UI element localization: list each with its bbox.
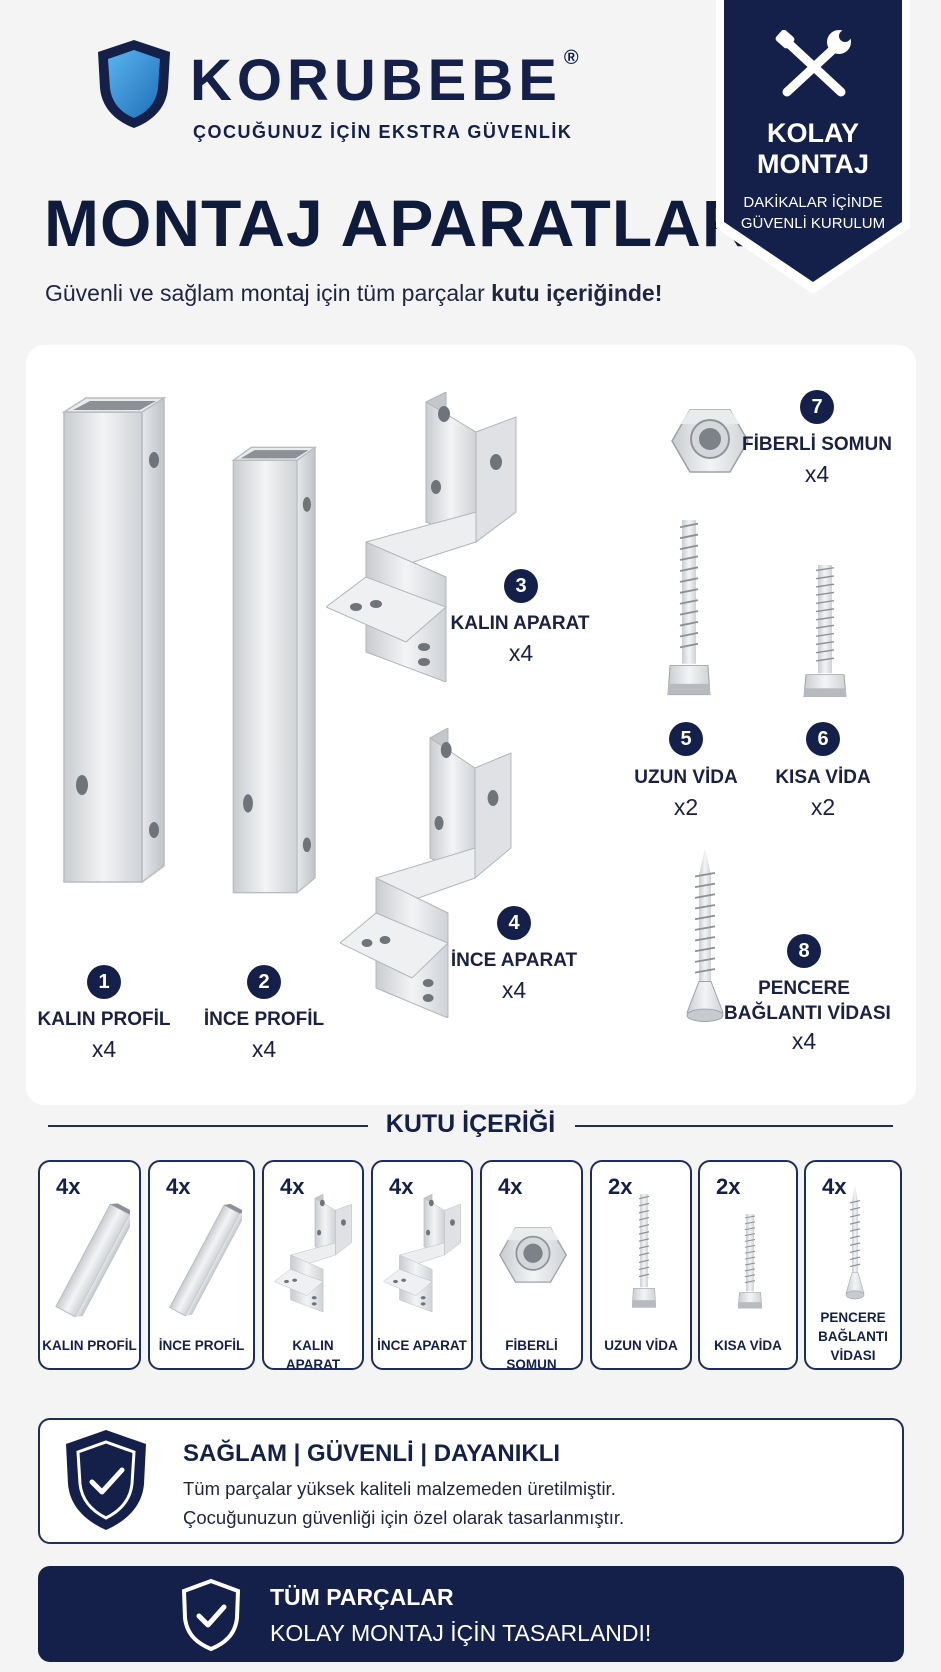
part-label-3: KALIN APARAT bbox=[450, 613, 590, 634]
part-label-7: FİBERLİ SOMUN bbox=[742, 434, 892, 455]
page-title: MONTAJ APARATLARI bbox=[44, 186, 770, 260]
box-item-label: İNCE PROFİL bbox=[158, 1338, 245, 1353]
box-item-uzun-vida: 2x UZUN VİDA bbox=[590, 1160, 692, 1370]
box-item-qty: 2x bbox=[716, 1174, 741, 1199]
part-qty-7: x4 bbox=[804, 461, 830, 487]
part-number-8: 8 bbox=[787, 934, 821, 968]
part-qty-1: x4 bbox=[91, 1036, 117, 1062]
box-item-qty: 4x bbox=[166, 1174, 191, 1199]
brand-shield-logo bbox=[98, 40, 170, 128]
part-label-1: KALIN PROFİL bbox=[37, 1009, 171, 1030]
page-subtitle: Güvenli ve sağlam montaj için tüm parçal… bbox=[45, 280, 663, 306]
box-item-label: UZUN VİDA bbox=[604, 1338, 678, 1353]
uzun-vida-thumb bbox=[630, 1194, 658, 1312]
part-qty-8: x4 bbox=[791, 1028, 817, 1054]
info-title: SAĞLAM | GÜVENLİ | DAYANIKLI bbox=[183, 1440, 561, 1467]
box-contents-title: KUTU İÇERİĞİ bbox=[385, 1110, 556, 1138]
part-qty-4: x4 bbox=[501, 977, 527, 1003]
section-divider-right bbox=[575, 1125, 893, 1127]
box-item-fiberli-somun: 4x FİBERLİ SOMUN bbox=[480, 1160, 583, 1372]
pencere-baglanti-vidasi-image bbox=[685, 848, 725, 1026]
part-qty-3: x4 bbox=[508, 640, 534, 666]
kalin-aparat-image bbox=[326, 392, 526, 682]
kalin-profil-thumb bbox=[55, 1203, 130, 1318]
ince-profil-image bbox=[230, 440, 320, 900]
footer-subtitle: KOLAY MONTAJ İÇİN TASARLANDI! bbox=[270, 1620, 652, 1646]
box-item-ince-profil: 4x İNCE PROFİL bbox=[148, 1160, 255, 1370]
part-label-6: KISA VİDA bbox=[775, 767, 871, 788]
registered-mark: ® bbox=[563, 47, 579, 69]
box-item-qty: 4x bbox=[498, 1174, 523, 1199]
part-number-5: 5 bbox=[669, 722, 703, 756]
footer-banner bbox=[38, 1566, 904, 1662]
uzun-vida-image bbox=[664, 520, 714, 702]
box-item-qty: 4x bbox=[280, 1174, 305, 1199]
part-qty-5: x2 bbox=[673, 794, 699, 820]
quality-info-box bbox=[38, 1418, 904, 1544]
tools-icon bbox=[775, 30, 851, 97]
kolay-montaj-badge bbox=[716, 0, 910, 294]
brand-tagline: ÇOCUĞUNUZ İÇİN EKSTRA GÜVENLİK bbox=[193, 122, 573, 142]
footer-title: TÜM PARÇALAR bbox=[270, 1584, 454, 1610]
ince-aparat-image bbox=[340, 728, 520, 1018]
box-item-ince-aparat: 4x İNCE APARAT bbox=[371, 1160, 473, 1370]
box-item-label: İNCE APARAT bbox=[377, 1338, 467, 1353]
box-item-label: KALIN APARAT bbox=[285, 1338, 341, 1372]
fiberli-somun-image bbox=[670, 406, 750, 476]
box-item-qty: 4x bbox=[56, 1174, 81, 1199]
part-qty-2: x4 bbox=[251, 1036, 277, 1062]
ince-profil-thumb bbox=[169, 1203, 242, 1317]
part-number-2: 2 bbox=[247, 965, 281, 999]
part-number-3: 3 bbox=[504, 569, 538, 603]
box-item-kalin-aparat: 4x KALIN APARAT bbox=[262, 1160, 364, 1372]
box-item-label: FİBERLİ SOMUN bbox=[505, 1338, 558, 1372]
shield-check-icon bbox=[66, 1430, 146, 1530]
fiberli-somun-thumb bbox=[498, 1224, 568, 1286]
box-item-qty: 4x bbox=[389, 1174, 414, 1199]
box-item-qty: 2x bbox=[608, 1174, 633, 1199]
box-item-label: KALIN PROFİL bbox=[42, 1338, 137, 1353]
part-number-6: 6 bbox=[806, 722, 840, 756]
box-item-label: KISA VİDA bbox=[714, 1338, 782, 1353]
ince-aparat-thumb bbox=[383, 1194, 465, 1312]
part-qty-6: x2 bbox=[810, 794, 836, 820]
section-divider-left bbox=[48, 1125, 368, 1127]
part-label-5: UZUN VİDA bbox=[634, 767, 738, 788]
part-label-2: İNCE PROFİL bbox=[203, 1009, 325, 1030]
part-number-7: 7 bbox=[800, 390, 834, 424]
box-item-kalin-profil: 4x KALIN PROFİL bbox=[38, 1160, 141, 1370]
box-item-qty: 4x bbox=[822, 1174, 847, 1199]
part-number-4: 4 bbox=[497, 906, 531, 940]
info-text: Tüm parçalar yüksek kaliteli malzemeden … bbox=[183, 1478, 625, 1528]
brand-name: KORUBEBE® bbox=[190, 47, 579, 113]
part-label-4: İNCE APARAT bbox=[450, 950, 578, 971]
shield-check-outline-icon bbox=[181, 1578, 241, 1652]
kisa-vida-thumb bbox=[736, 1214, 764, 1312]
pencere-vidasi-thumb bbox=[845, 1184, 865, 1302]
kalin-aparat-thumb bbox=[274, 1194, 356, 1312]
kisa-vida-image bbox=[800, 565, 850, 702]
part-number-1: 1 bbox=[87, 965, 121, 999]
kalin-profil-image bbox=[60, 390, 170, 890]
box-item-kisa-vida: 2x KISA VİDA bbox=[698, 1160, 798, 1370]
